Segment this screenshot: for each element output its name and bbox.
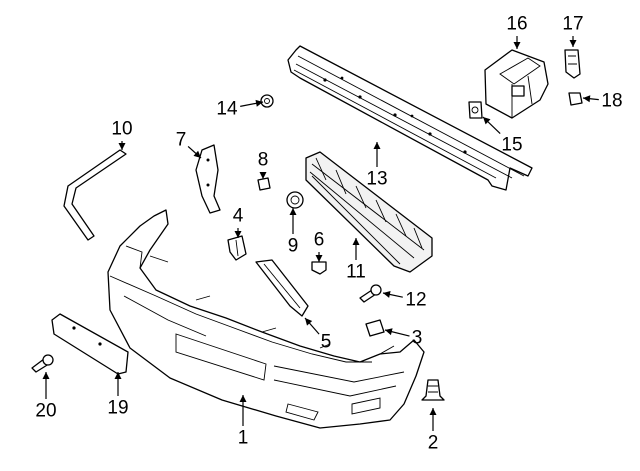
callout-13: 13 xyxy=(366,142,388,190)
callout-label-17: 17 xyxy=(562,14,583,35)
part-16-mounting-bracket xyxy=(484,49,549,119)
callout-14: 14 xyxy=(216,99,264,120)
leader-arrowhead-19 xyxy=(114,372,122,379)
callout-label-7: 7 xyxy=(176,130,187,151)
callout-10: 10 xyxy=(111,119,133,150)
leader-arrowhead-13 xyxy=(373,142,381,149)
part-6-push-pin xyxy=(311,261,327,275)
leader-arrowhead-6 xyxy=(315,255,323,262)
callout-label-19: 19 xyxy=(107,398,128,419)
part-9-grommet xyxy=(286,191,304,209)
part-11-grille xyxy=(305,151,433,273)
leader-arrowhead-11 xyxy=(352,238,360,245)
part-7-side-bracket xyxy=(195,144,221,214)
leader-arrowhead-15 xyxy=(483,117,491,125)
callout-2: 2 xyxy=(428,408,439,454)
leader-arrowhead-16 xyxy=(513,42,521,49)
callout-label-6: 6 xyxy=(314,230,325,251)
part-5-support-arm xyxy=(255,259,309,317)
part-15-nut-plate xyxy=(468,101,483,119)
callout-label-5: 5 xyxy=(321,332,332,353)
callout-3: 3 xyxy=(384,328,423,349)
leader-arrowhead-5 xyxy=(305,318,313,326)
callout-8: 8 xyxy=(258,150,269,179)
callout-label-13: 13 xyxy=(366,169,387,190)
leader-arrowhead-17 xyxy=(569,40,577,47)
part-10-molding-strip xyxy=(63,149,127,241)
leader-arrowhead-3 xyxy=(385,328,393,336)
callout-label-15: 15 xyxy=(501,135,522,156)
part-1-bumper-cover xyxy=(107,209,425,429)
callout-label-2: 2 xyxy=(428,433,439,454)
callout-5: 5 xyxy=(304,317,332,353)
leader-arrowhead-12 xyxy=(383,291,391,298)
callout-label-12: 12 xyxy=(405,290,426,311)
leader-arrowhead-2 xyxy=(429,408,437,415)
callout-15: 15 xyxy=(482,116,523,156)
leader-arrowhead-18 xyxy=(583,95,591,103)
leader-arrowhead-20 xyxy=(42,372,50,379)
part-20-push-pin xyxy=(31,354,54,373)
part-2-push-pin xyxy=(421,379,445,401)
leader-arrowhead-14 xyxy=(255,99,263,107)
part-19-filler-panel xyxy=(51,313,129,375)
callout-1: 1 xyxy=(238,395,249,449)
leader-arrowhead-8 xyxy=(259,172,267,179)
callout-label-18: 18 xyxy=(601,91,622,112)
callout-20: 20 xyxy=(35,372,57,422)
callout-4: 4 xyxy=(233,206,244,238)
part-13-reinforcement-beam xyxy=(287,45,533,191)
callout-11: 11 xyxy=(346,238,366,283)
callout-label-11: 11 xyxy=(346,262,366,283)
part-14-push-pin xyxy=(260,94,274,108)
callout-label-14: 14 xyxy=(216,99,238,120)
leader-arrowhead-4 xyxy=(234,231,242,238)
part-8-clip xyxy=(257,177,271,191)
callout-16: 16 xyxy=(506,14,528,49)
part-17-clip xyxy=(564,49,581,79)
leader-arrowhead-1 xyxy=(239,395,247,402)
callout-18: 18 xyxy=(582,91,623,112)
leader-arrowhead-7 xyxy=(193,150,201,158)
leader-arrowhead-10 xyxy=(118,143,126,150)
callout-17: 17 xyxy=(562,14,584,47)
callout-6: 6 xyxy=(314,230,325,262)
callout-label-3: 3 xyxy=(412,328,423,349)
callout-label-9: 9 xyxy=(288,236,299,257)
leader-arrowhead-9 xyxy=(289,208,297,215)
part-18-nut xyxy=(568,92,583,106)
callout-label-20: 20 xyxy=(35,401,56,422)
callout-12: 12 xyxy=(382,290,427,311)
part-12-push-pin xyxy=(359,284,382,303)
part-4-bracket xyxy=(227,235,247,261)
callout-label-10: 10 xyxy=(111,119,132,140)
callout-19: 19 xyxy=(107,372,129,419)
callout-label-4: 4 xyxy=(233,206,244,227)
callout-label-16: 16 xyxy=(506,14,527,35)
callout-7: 7 xyxy=(176,130,202,159)
callout-label-1: 1 xyxy=(238,428,249,449)
part-3-clip-nut xyxy=(365,319,385,337)
callout-label-8: 8 xyxy=(258,150,269,171)
callout-9: 9 xyxy=(288,208,299,257)
